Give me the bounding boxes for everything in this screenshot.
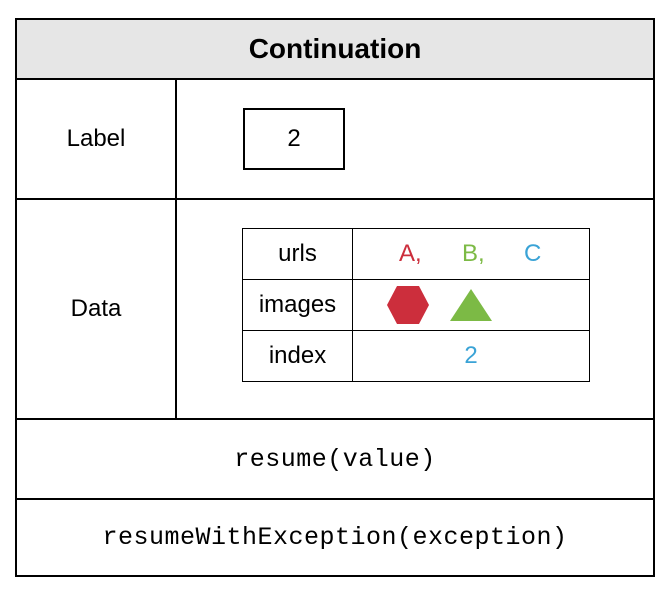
label-value-box: 2 <box>243 108 345 170</box>
resume-with-exception-method: resumeWithException(exception) <box>102 523 568 552</box>
data-table: urls A, B, C images <box>242 228 590 382</box>
images-key: images <box>242 279 353 331</box>
images-values <box>352 279 590 331</box>
diagram-title: Continuation <box>17 20 653 80</box>
resume-method: resume(value) <box>234 444 436 474</box>
triangle-icon <box>450 289 492 321</box>
data-row: Data urls A, B, C images <box>17 200 653 420</box>
url-c: C <box>524 240 542 267</box>
table-row-urls: urls A, B, C <box>242 228 590 280</box>
label-key: Label <box>17 80 177 198</box>
continuation-diagram: Continuation Label 2 Data urls A, B, C i… <box>15 18 655 577</box>
index-key: index <box>242 330 353 382</box>
resume-row: resume(value) <box>17 420 653 500</box>
label-row: Label 2 <box>17 80 653 200</box>
urls-values: A, B, C <box>352 228 590 280</box>
resume-with-exception-row: resumeWithException(exception) <box>17 500 653 575</box>
url-a: A, <box>399 240 422 267</box>
table-row-index: index 2 <box>242 330 590 382</box>
hexagon-icon <box>387 286 429 324</box>
table-row-images: images <box>242 279 590 331</box>
url-b: B, <box>462 240 485 267</box>
data-key: Data <box>17 200 177 418</box>
urls-key: urls <box>242 228 353 280</box>
index-value: 2 <box>352 330 590 382</box>
